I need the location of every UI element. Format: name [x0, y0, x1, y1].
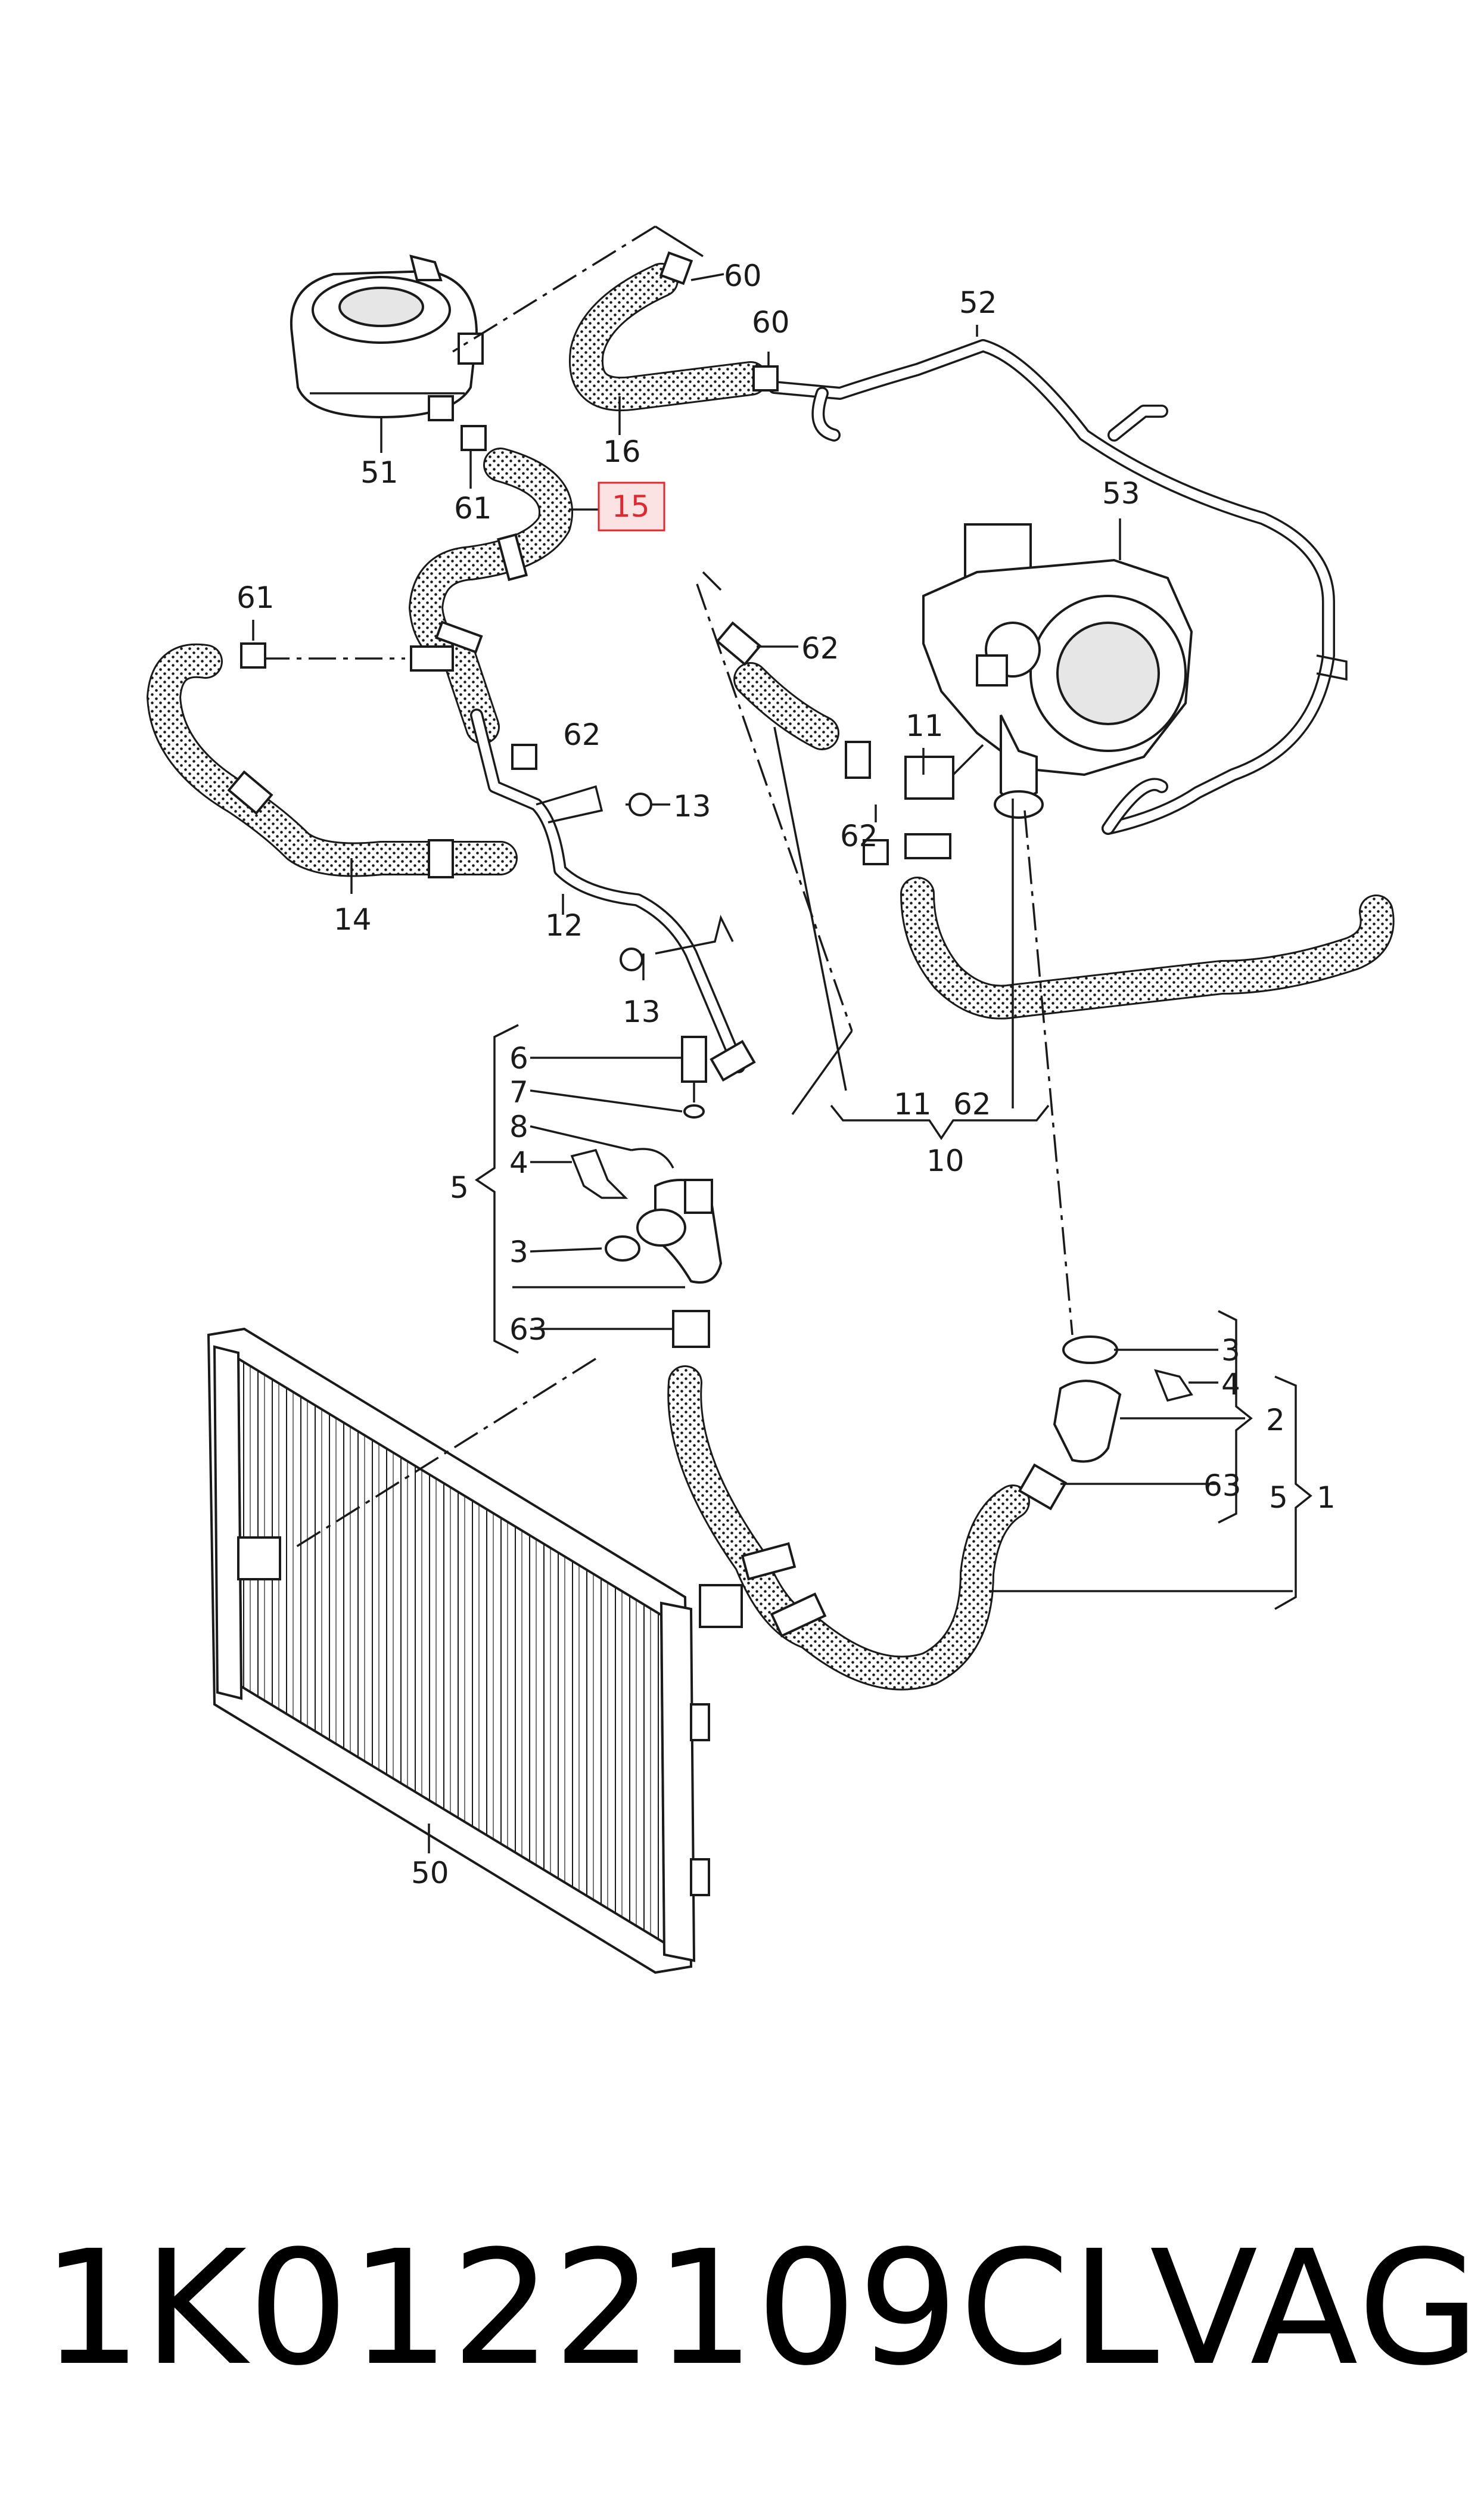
callout-4b: 4 [1221, 1367, 1240, 1402]
callout-4a: 4 [509, 1145, 528, 1180]
pipe-12 [410, 645, 756, 1082]
callout-2: 2 [1266, 1403, 1285, 1437]
callout-53: 53 [1102, 476, 1140, 511]
callout-5b: 5 [1269, 1480, 1288, 1515]
callout-3a: 3 [509, 1235, 528, 1269]
leader-lines [252, 225, 1312, 1853]
callout-61a: 61 [454, 491, 492, 526]
hose-right [900, 877, 1395, 1020]
sensor-11 [904, 744, 984, 859]
callout-3b: 3 [1221, 1333, 1240, 1368]
hose-upper-62 [715, 621, 871, 779]
hose-15 [409, 448, 574, 744]
callout-1: 1 [1317, 1480, 1336, 1515]
callout-52: 52 [959, 285, 997, 320]
clamps [240, 251, 889, 971]
thermostat-housing [922, 523, 1193, 819]
callout-62c: 62 [840, 819, 878, 853]
callout-11b: 11 [894, 1087, 932, 1122]
hose-16 [569, 263, 768, 412]
callout-labels: 60 60 52 16 15 51 61 61 53 62 62 11 62 1… [237, 259, 1336, 1890]
callout-13a: 13 [673, 789, 711, 824]
part-number: 1K0122109CL [42, 2217, 1161, 2400]
radiator [207, 1327, 743, 1974]
callout-11a: 11 [906, 709, 944, 743]
callout-62d: 62 [953, 1087, 991, 1122]
callout-10: 10 [926, 1144, 965, 1178]
callout-8: 8 [509, 1110, 528, 1144]
callout-13b: 13 [623, 995, 661, 1029]
callout-50: 50 [411, 1856, 449, 1890]
callout-12: 12 [545, 908, 583, 943]
callout-62b: 62 [563, 718, 601, 752]
callout-51: 51 [360, 455, 399, 490]
brand-name: VAG [1150, 2217, 1483, 2400]
callout-7: 7 [509, 1075, 528, 1110]
callout-15-highlight [598, 482, 665, 532]
callout-15: 15 [612, 489, 650, 524]
callout-61b: 61 [237, 580, 275, 615]
callout-5a: 5 [450, 1170, 469, 1205]
callout-14: 14 [334, 902, 372, 937]
hose-lower [667, 1335, 1193, 1691]
callout-16: 16 [603, 434, 641, 469]
callout-62a: 62 [801, 631, 839, 666]
pipe-52 [768, 339, 1348, 835]
callout-63b: 63 [1203, 1468, 1242, 1503]
lower-fitting [570, 1036, 723, 1348]
callout-60b: 60 [752, 305, 790, 340]
callout-6: 6 [509, 1041, 528, 1076]
expansion-tank [290, 254, 484, 421]
callout-63a: 63 [509, 1312, 547, 1347]
callout-60a: 60 [724, 259, 762, 293]
hose-14 [147, 643, 518, 878]
